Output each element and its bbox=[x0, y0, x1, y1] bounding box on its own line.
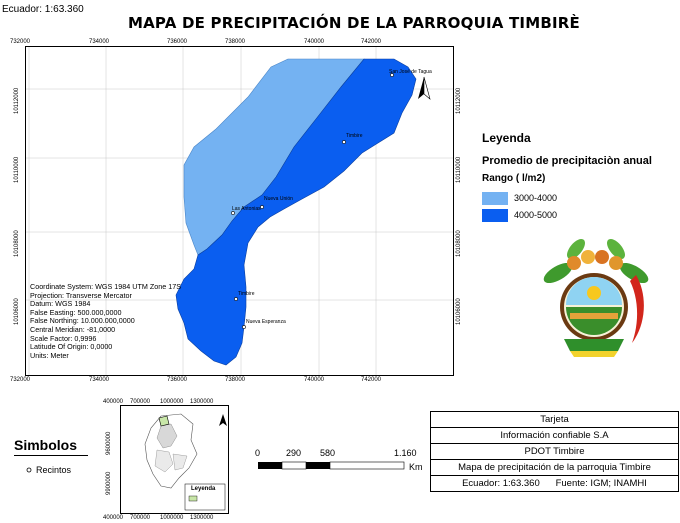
legend-swatch-light bbox=[482, 192, 508, 205]
x-tick-bottom: 738000 bbox=[225, 377, 246, 383]
inset-legend-title: Leyenda bbox=[191, 486, 216, 492]
inset-x-tick: 400000 bbox=[103, 515, 124, 521]
symbols-divider bbox=[14, 455, 88, 456]
x-tick-top: 742000 bbox=[361, 39, 382, 45]
x-tick-bottom: 740000 bbox=[304, 377, 325, 383]
x-tick-top: 736000 bbox=[167, 39, 188, 45]
card-row-source: Ecuador: 1:63.360 Fuente: IGM; INAMHI bbox=[462, 478, 647, 489]
legend-range-label: Rango ( l/m2) bbox=[482, 173, 546, 184]
inset-x-tick: 1000000 bbox=[160, 399, 184, 405]
inset-x-tick: 700000 bbox=[130, 515, 151, 521]
scale-label: 580 bbox=[320, 448, 336, 458]
map-scale-text: Ecuador: 1:63.360 bbox=[2, 4, 84, 15]
inset-canvas bbox=[144, 413, 227, 511]
y-tick-left: 10108000 bbox=[14, 230, 20, 257]
north-arrow-icon bbox=[418, 76, 431, 100]
x-tick-top: 738000 bbox=[225, 39, 246, 45]
inset-x-tick: 700000 bbox=[130, 399, 151, 405]
legend-swatch-dark bbox=[482, 209, 508, 222]
card-row-project: PDOT Timbire bbox=[431, 444, 678, 460]
inset-x-tick: 1300000 bbox=[190, 515, 214, 521]
x-tick-bottom: 736000 bbox=[167, 377, 188, 383]
y-tick-right: 10108000 bbox=[456, 230, 462, 257]
inset-locator-map[interactable]: Leyenda bbox=[120, 405, 229, 514]
inset-y-tick: 9900000 bbox=[106, 471, 112, 495]
place-label: Timbire bbox=[346, 133, 363, 139]
place-label: San José de Tagua bbox=[389, 69, 432, 75]
card-row-description: Mapa de precipitación de la parroquia Ti… bbox=[431, 460, 678, 476]
place-label: Timbire bbox=[238, 291, 255, 297]
x-tick-top: 734000 bbox=[89, 39, 110, 45]
scale-unit: Km bbox=[409, 462, 423, 472]
symbols-title: Simbolos bbox=[14, 437, 78, 453]
main-map[interactable]: San José de Tagua Timbire Nueva Unión La… bbox=[25, 46, 454, 376]
card-row-company: Información confiable S.A bbox=[431, 428, 678, 444]
inset-north-arrow-icon bbox=[219, 414, 227, 426]
map-title: MAPA DE PRECIPITACIÓN DE LA PARROQUIA TI… bbox=[128, 14, 580, 32]
recintos-label: Recintos bbox=[36, 465, 72, 475]
scale-label: 290 bbox=[286, 448, 302, 458]
legend-subtitle: Promedio de precipitaciòn anual bbox=[482, 155, 652, 167]
legend-item-label: 3000-4000 bbox=[514, 193, 558, 203]
x-tick-top: 732000 bbox=[10, 39, 31, 45]
scale-label: 0 bbox=[255, 448, 261, 458]
y-tick-right: 10112000 bbox=[456, 87, 462, 114]
map-info-card: Tarjeta Información confiable S.A PDOT T… bbox=[430, 411, 679, 492]
x-tick-bottom: 732000 bbox=[10, 377, 31, 383]
recinto-point-icon bbox=[26, 467, 32, 473]
scale-label: 1.160 bbox=[394, 448, 417, 458]
inset-y-tick: 9600000 bbox=[106, 431, 112, 455]
y-tick-right: 10110000 bbox=[456, 156, 462, 183]
map-canvas bbox=[26, 47, 453, 375]
inset-x-tick: 400000 bbox=[103, 399, 124, 405]
y-tick-left: 10110000 bbox=[14, 156, 20, 183]
place-label: Nueva Unión bbox=[264, 196, 293, 202]
precip-zone-4000-5000 bbox=[175, 58, 417, 366]
y-tick-left: 10112000 bbox=[14, 87, 20, 114]
x-tick-bottom: 734000 bbox=[89, 377, 110, 383]
parish-emblem-icon bbox=[543, 239, 649, 357]
coordinate-info: Coordinate System: WGS 1984 UTM Zone 17S… bbox=[30, 282, 182, 360]
inset-x-tick: 1300000 bbox=[190, 399, 214, 405]
x-tick-bottom: 742000 bbox=[361, 377, 382, 383]
place-label: Las Antonias bbox=[232, 206, 261, 212]
place-label: Nueva Esperanza bbox=[246, 319, 286, 325]
card-row-title: Tarjeta bbox=[431, 412, 678, 428]
x-tick-top: 740000 bbox=[304, 39, 325, 45]
scale-bar-graphic bbox=[258, 461, 405, 470]
y-tick-left: 10106000 bbox=[14, 298, 20, 325]
inset-x-tick: 1000000 bbox=[160, 515, 184, 521]
legend-item-label: 4000-5000 bbox=[514, 210, 558, 220]
y-tick-right: 10106000 bbox=[456, 298, 462, 325]
legend-title: Leyenda bbox=[482, 131, 531, 145]
